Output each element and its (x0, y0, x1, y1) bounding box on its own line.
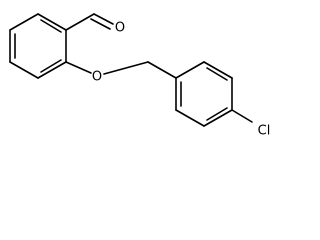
aldehyde-co-double-bond (93, 13, 114, 25)
c-cl-bond (231, 109, 253, 123)
ring1-bond (9, 61, 39, 79)
chlorine-label: Cl (258, 124, 271, 139)
benzaldehyde-ring (9, 13, 67, 79)
chloro-substituent: Cl (231, 109, 271, 139)
aldehyde-c-bond (65, 13, 95, 31)
ring2-double-bond (206, 67, 228, 81)
aldehyde-co-double-bond (90, 18, 111, 30)
ring2-bond (175, 109, 205, 127)
ring1-bond (9, 13, 39, 31)
ring1-double-bond (40, 59, 62, 73)
ether-linkage: O (65, 61, 177, 85)
ring2-bond (175, 61, 205, 79)
ring1-bond (37, 13, 67, 31)
ring2-bond (203, 61, 233, 79)
ether-oxygen-label: O (92, 70, 102, 85)
ring2-double-bond (206, 107, 228, 121)
ring1-bond (37, 61, 67, 79)
ch2-aryl-bond (147, 61, 177, 79)
aryl-o-bond (65, 61, 92, 74)
structure-diagram: O O Cl (9, 13, 271, 139)
chlorophenyl-ring (175, 61, 233, 127)
aldehyde-oxygen-label: O (115, 21, 125, 36)
ring1-double-bond (40, 19, 62, 33)
aldehyde-group: O (65, 13, 125, 36)
o-ch2-bond (103, 61, 149, 75)
ring2-bond (203, 109, 233, 127)
